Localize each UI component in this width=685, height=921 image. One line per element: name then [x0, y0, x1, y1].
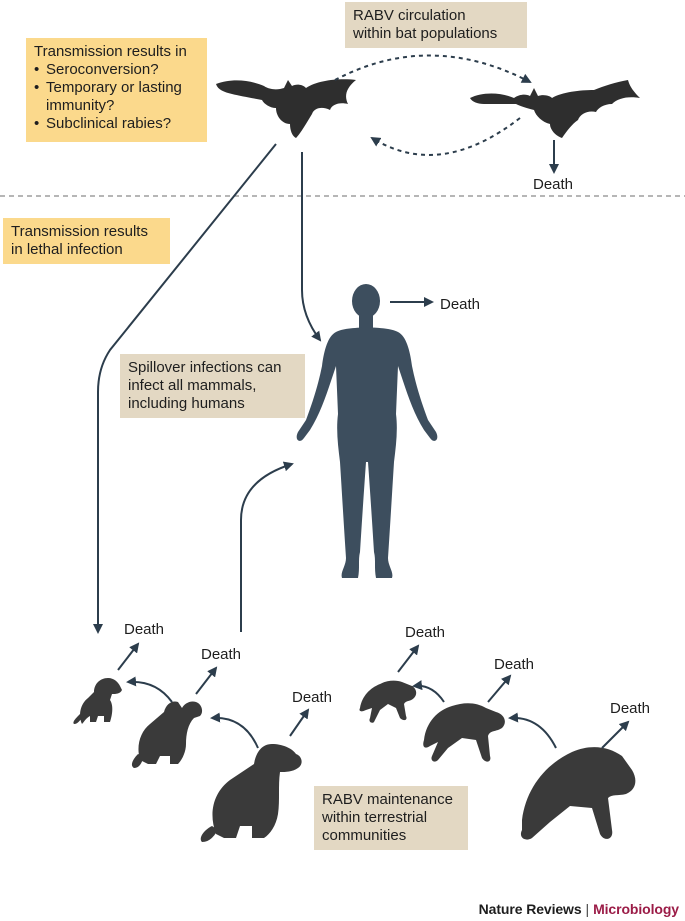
- dog-small-death-arrow: [117, 642, 140, 671]
- dog-large: [200, 744, 302, 842]
- dog-medium-to-small-arrow: [126, 676, 173, 703]
- death-label-dog-medium: Death: [201, 646, 242, 663]
- death-label-raccoon-large: Death: [610, 700, 651, 717]
- bat-to-dog-arrow: [93, 143, 277, 634]
- bat-left: [216, 79, 356, 138]
- outcome-immunity: Temporary or lasting immunity?: [34, 79, 199, 115]
- death-label-human: Death: [440, 296, 481, 313]
- lethal-infection-box: Transmission results in lethal infection: [3, 218, 170, 264]
- raccoon-medium: [423, 703, 505, 762]
- death-label-dog-large: Death: [292, 689, 333, 706]
- journal-section: Microbiology: [593, 901, 679, 917]
- raccoon-medium-to-small-arrow: [412, 680, 445, 703]
- bat-transmission-box: Transmission results in Seroconversion? …: [26, 38, 207, 142]
- raccoon-medium-death-arrow: [487, 674, 512, 703]
- circulation-arrow-right: [334, 54, 532, 83]
- dog-large-death-arrow: [289, 708, 310, 737]
- raccoon-large: [520, 747, 636, 840]
- bat-transmission-title: Transmission results in: [34, 43, 187, 60]
- journal-credit: Nature Reviews|Microbiology: [479, 901, 679, 917]
- dog-small: [73, 678, 122, 724]
- human-figure: [296, 284, 438, 578]
- bat-right: [470, 80, 640, 138]
- dog-large-to-medium-arrow: [210, 712, 259, 749]
- death-label-dog-small: Death: [124, 621, 165, 638]
- circulation-arrow-left: [370, 117, 521, 156]
- death-label-raccoon-medium: Death: [494, 656, 535, 673]
- raccoon-small: [359, 680, 417, 723]
- journal-separator: |: [585, 901, 590, 917]
- bat-circulation-box: RABV circulation within bat populations: [345, 2, 527, 48]
- death-label-raccoon-small: Death: [405, 624, 446, 641]
- bat-to-human-arrow: [301, 152, 322, 342]
- raccoon-large-death-arrow: [601, 720, 630, 749]
- journal-name: Nature Reviews: [478, 901, 582, 917]
- raccoon-small-death-arrow: [397, 644, 420, 673]
- dog-to-human-arrow: [240, 461, 294, 632]
- raccoon-large-to-medium-arrow: [508, 712, 557, 749]
- outcome-subclinical: Subclinical rabies?: [34, 115, 199, 133]
- maintenance-box: RABV maintenance within terrestrial comm…: [314, 786, 468, 850]
- dog-medium-death-arrow: [195, 666, 218, 695]
- death-label-bat: Death: [533, 176, 574, 193]
- spillover-box: Spillover infections can infect all mamm…: [120, 354, 305, 418]
- dog-medium: [131, 701, 203, 768]
- outcome-seroconversion: Seroconversion?: [34, 61, 199, 79]
